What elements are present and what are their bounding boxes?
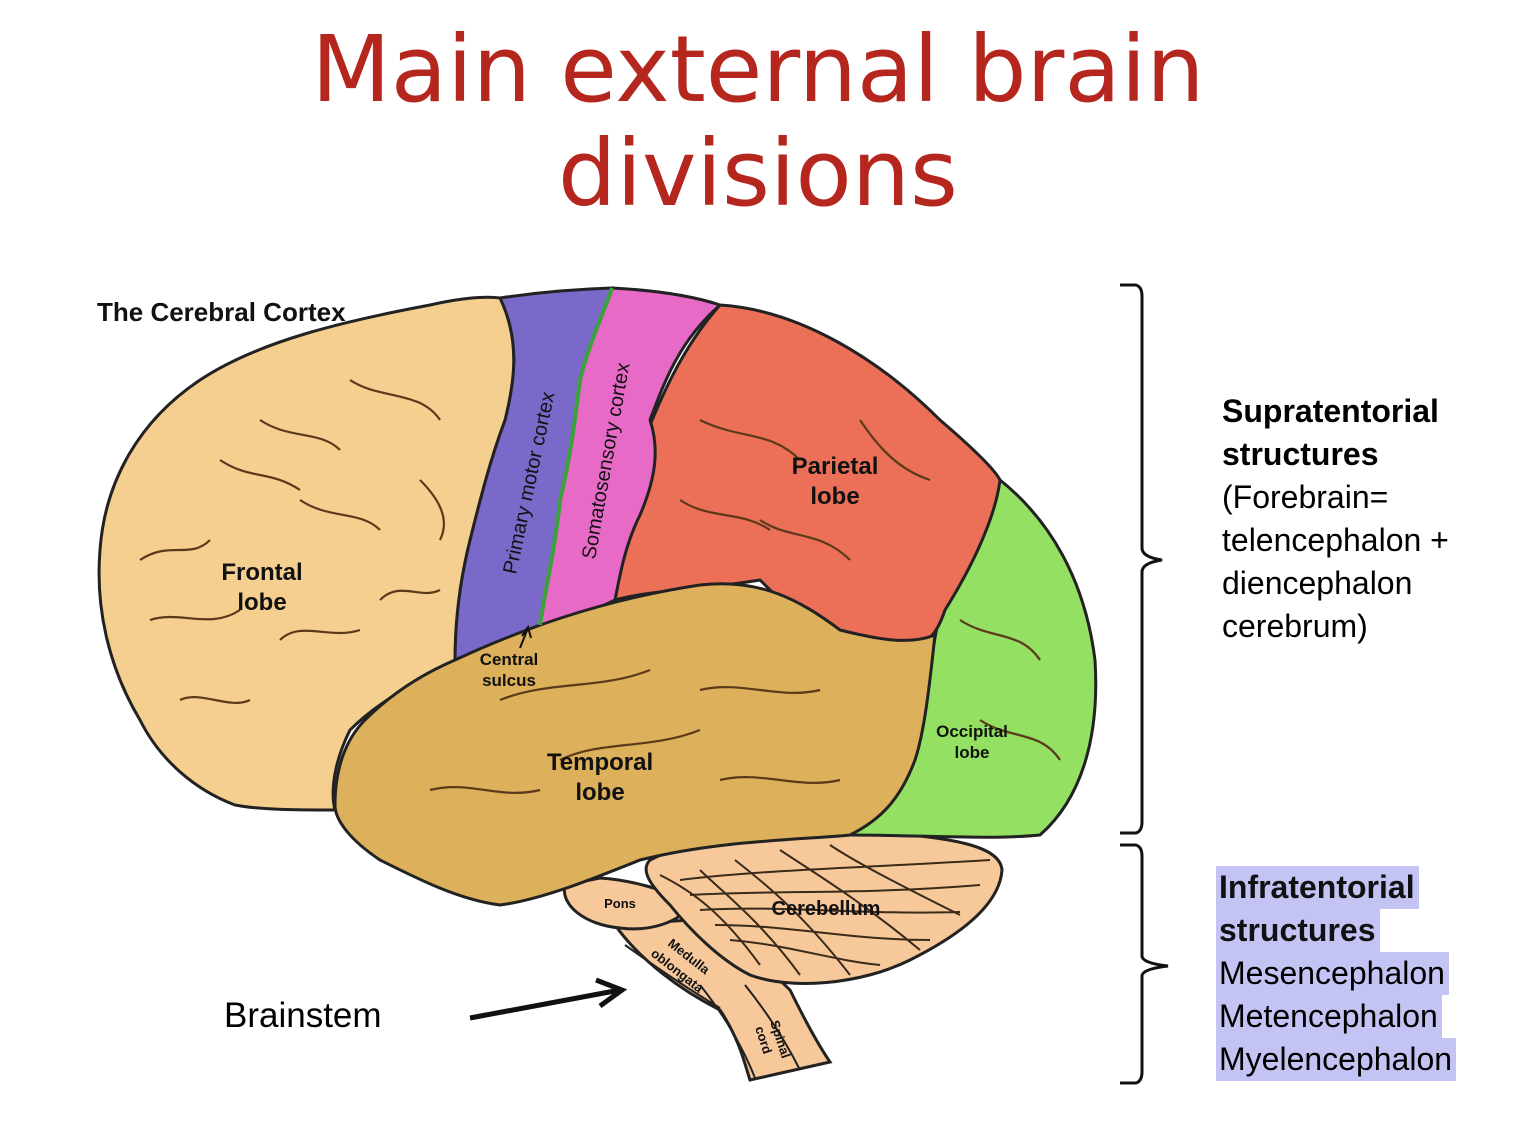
parietal-label-2: lobe — [810, 483, 859, 510]
page-title: Main external brain divisions — [0, 18, 1516, 226]
supratentorial-text: Supratentorial structures (Forebrain= te… — [1222, 390, 1449, 648]
title-line-2: divisions — [558, 120, 958, 227]
temporal-label-1: Temporal — [547, 749, 653, 776]
supratentorial-brace — [1120, 283, 1163, 835]
infra-line-1: Infratentorial — [1216, 866, 1419, 909]
infra-line-3: Mesencephalon — [1216, 952, 1449, 995]
central-sulcus-label-1: Central — [480, 650, 539, 669]
brainstem-label: Brainstem — [224, 996, 382, 1035]
supra-line-2: structures — [1222, 436, 1379, 472]
central-sulcus-arrow — [519, 624, 532, 649]
frontal-label-1: Frontal — [221, 559, 302, 586]
central-sulcus-line — [538, 287, 614, 626]
frontal-label-2: lobe — [237, 589, 286, 616]
supra-line-4: telencephalon + — [1222, 522, 1449, 558]
supra-line-1: Supratentorial — [1222, 393, 1439, 429]
infra-line-5: Myelencephalon — [1216, 1038, 1457, 1081]
cerebellum-folia — [659, 844, 991, 976]
infratentorial-text: Infratentorial structures Mesencephalon … — [1216, 866, 1457, 1081]
central-sulcus-label-2: sulcus — [482, 671, 536, 690]
infra-line-4: Metencephalon — [1216, 995, 1442, 1038]
parietal-label-1: Parietal — [792, 453, 879, 480]
occipital-label-2: lobe — [955, 743, 990, 762]
supra-line-3: (Forebrain= — [1222, 479, 1389, 515]
infratentorial-brace — [1120, 843, 1169, 1085]
brainstem-lines — [624, 944, 801, 1079]
frontal-lobe — [97, 295, 516, 812]
infra-line-2: structures — [1216, 909, 1380, 952]
pons-label: Pons — [604, 896, 636, 911]
occipital-label-1: Occipital — [936, 722, 1008, 741]
brainstem-arrow — [469, 977, 628, 1021]
cortex-heading: The Cerebral Cortex — [97, 297, 346, 327]
cerebellum-label: Cerebellum — [772, 898, 881, 920]
supra-line-5: diencephalon — [1222, 565, 1413, 601]
temporal-label-2: lobe — [575, 779, 624, 806]
supra-line-6: cerebrum) — [1222, 608, 1368, 644]
title-line-1: Main external brain — [311, 16, 1205, 123]
cortex-gyri — [139, 379, 1061, 794]
